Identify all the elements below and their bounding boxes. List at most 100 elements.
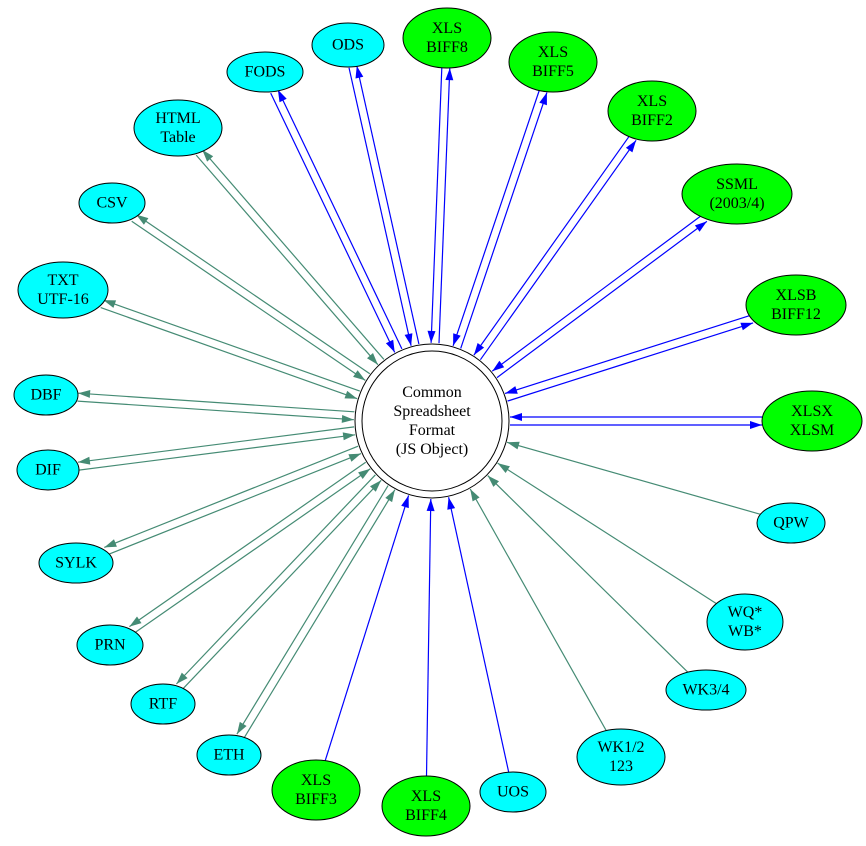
edge-XLSB-BIFF12 <box>504 314 754 402</box>
node-UOS: UOS <box>479 771 547 813</box>
node-label-line: PRN <box>94 637 126 654</box>
node-XLSX-XLSM: XLSX XLSM <box>761 390 863 452</box>
edge-XLS-BIFF8 <box>427 67 454 344</box>
csf-label-line: Common <box>402 384 462 401</box>
node-RTF: RTF <box>130 683 196 725</box>
node-label-line: WK3/4 <box>682 682 729 699</box>
node-ODS: ODS <box>311 22 385 68</box>
edge-XLS-BIFF4 <box>425 498 435 777</box>
node-label-line: UOS <box>497 784 529 801</box>
arrowhead-icon <box>236 721 247 735</box>
arrowhead-icon <box>129 616 142 627</box>
edge-DBF <box>77 390 355 423</box>
node-SSML: SSML(2003/4) <box>681 163 793 225</box>
node-label-line: XLS <box>637 93 667 110</box>
csf-inner-circle <box>361 350 503 492</box>
node-label-line: WQ* <box>728 604 763 621</box>
arrowhead-icon <box>78 390 91 398</box>
edge-line <box>243 489 396 739</box>
edge-XLS-BIFF5 <box>452 89 548 349</box>
edge-line <box>100 307 358 400</box>
edge-UOS <box>447 497 510 773</box>
node-ellipse-WK1-2-123 <box>576 728 666 786</box>
node-label-line: XLSM <box>790 422 834 439</box>
edge-XLS-BIFF2 <box>473 135 637 361</box>
arrowhead-icon <box>103 300 117 308</box>
node-label-line: XLSB <box>776 287 817 304</box>
node-label-line: XLSX <box>791 403 833 420</box>
edge-line <box>469 488 607 731</box>
node-ellipse-FODS <box>226 51 304 93</box>
node-label-line: SYLK <box>55 555 97 572</box>
edge-line <box>473 135 631 356</box>
edge-line <box>460 92 548 349</box>
edge-line <box>129 461 367 628</box>
arrowhead-icon <box>355 65 364 79</box>
node-ellipse-XLSX-XLSM <box>761 390 863 452</box>
arrowhead-icon <box>507 441 520 450</box>
arrowhead-icon <box>487 475 499 487</box>
edge-line <box>270 92 396 353</box>
edge-XLSX-XLSM <box>510 413 762 429</box>
edge-WK3-4 <box>487 475 689 673</box>
node-ellipse-XLSB-BIFF12 <box>745 274 847 336</box>
node-ellipse-ETH <box>196 734 262 776</box>
node-ellipse-WK3-4 <box>665 669 747 711</box>
node-ellipse-XLS-BIFF3 <box>271 759 361 821</box>
node-label-line: XLS <box>301 772 331 789</box>
node-WK3-4: WK3/4 <box>665 669 747 711</box>
arrowhead-icon <box>341 415 354 423</box>
node-label-line: CSV <box>96 195 128 212</box>
edge-line <box>201 149 385 360</box>
edge-line <box>133 468 371 634</box>
node-label-line: BIFF2 <box>631 112 673 129</box>
node-label-line: BIFF4 <box>405 807 447 824</box>
edge-line <box>507 322 754 402</box>
edge-WQ-WB <box>497 462 717 605</box>
node-label-line: WB* <box>728 623 762 640</box>
edge-QPW <box>506 441 761 515</box>
edge-FODS <box>270 89 403 353</box>
edge-line <box>438 68 451 344</box>
edge-SSML <box>491 214 708 379</box>
arrowhead-icon <box>505 386 518 394</box>
arrowhead-icon <box>136 214 149 225</box>
arrowhead-icon <box>510 413 522 421</box>
edge-TXT-UTF-16 <box>100 299 361 400</box>
node-label-line: 123 <box>609 758 633 775</box>
arrowhead-icon <box>470 489 480 502</box>
arrowhead-icon <box>447 497 456 510</box>
node-WQ-WB: WQ* WB* <box>706 593 784 651</box>
node-label-line: SSML <box>716 176 758 193</box>
node-label-line: Table <box>160 129 195 146</box>
arrowhead-icon <box>473 343 485 356</box>
arrowhead-icon <box>202 149 214 162</box>
edge-layer <box>77 65 762 777</box>
node-label-line: BIFF3 <box>295 791 337 808</box>
node-FODS: FODS <box>226 51 304 93</box>
arrowhead-icon <box>342 432 356 441</box>
edge-WK1-2-123 <box>469 488 607 731</box>
node-ETH: ETH <box>196 734 262 776</box>
node-ellipse-DIF <box>16 449 80 491</box>
arrowhead-icon <box>385 489 395 503</box>
arrowhead-icon <box>401 495 409 509</box>
node-label-line: XLS <box>538 44 568 61</box>
arrowhead-icon <box>740 322 754 331</box>
edge-line <box>491 214 703 372</box>
node-label-line: DIF <box>35 462 61 479</box>
node-ellipse-QPW <box>756 502 826 544</box>
node-label-line: HTML <box>155 110 200 127</box>
node-ellipse-SSML <box>681 163 793 225</box>
edge-CSV <box>131 214 371 381</box>
arrowhead-icon <box>404 333 413 346</box>
edge-line <box>496 220 708 379</box>
node-SYLK: SYLK <box>38 542 114 584</box>
node-label-line: ODS <box>332 37 364 54</box>
